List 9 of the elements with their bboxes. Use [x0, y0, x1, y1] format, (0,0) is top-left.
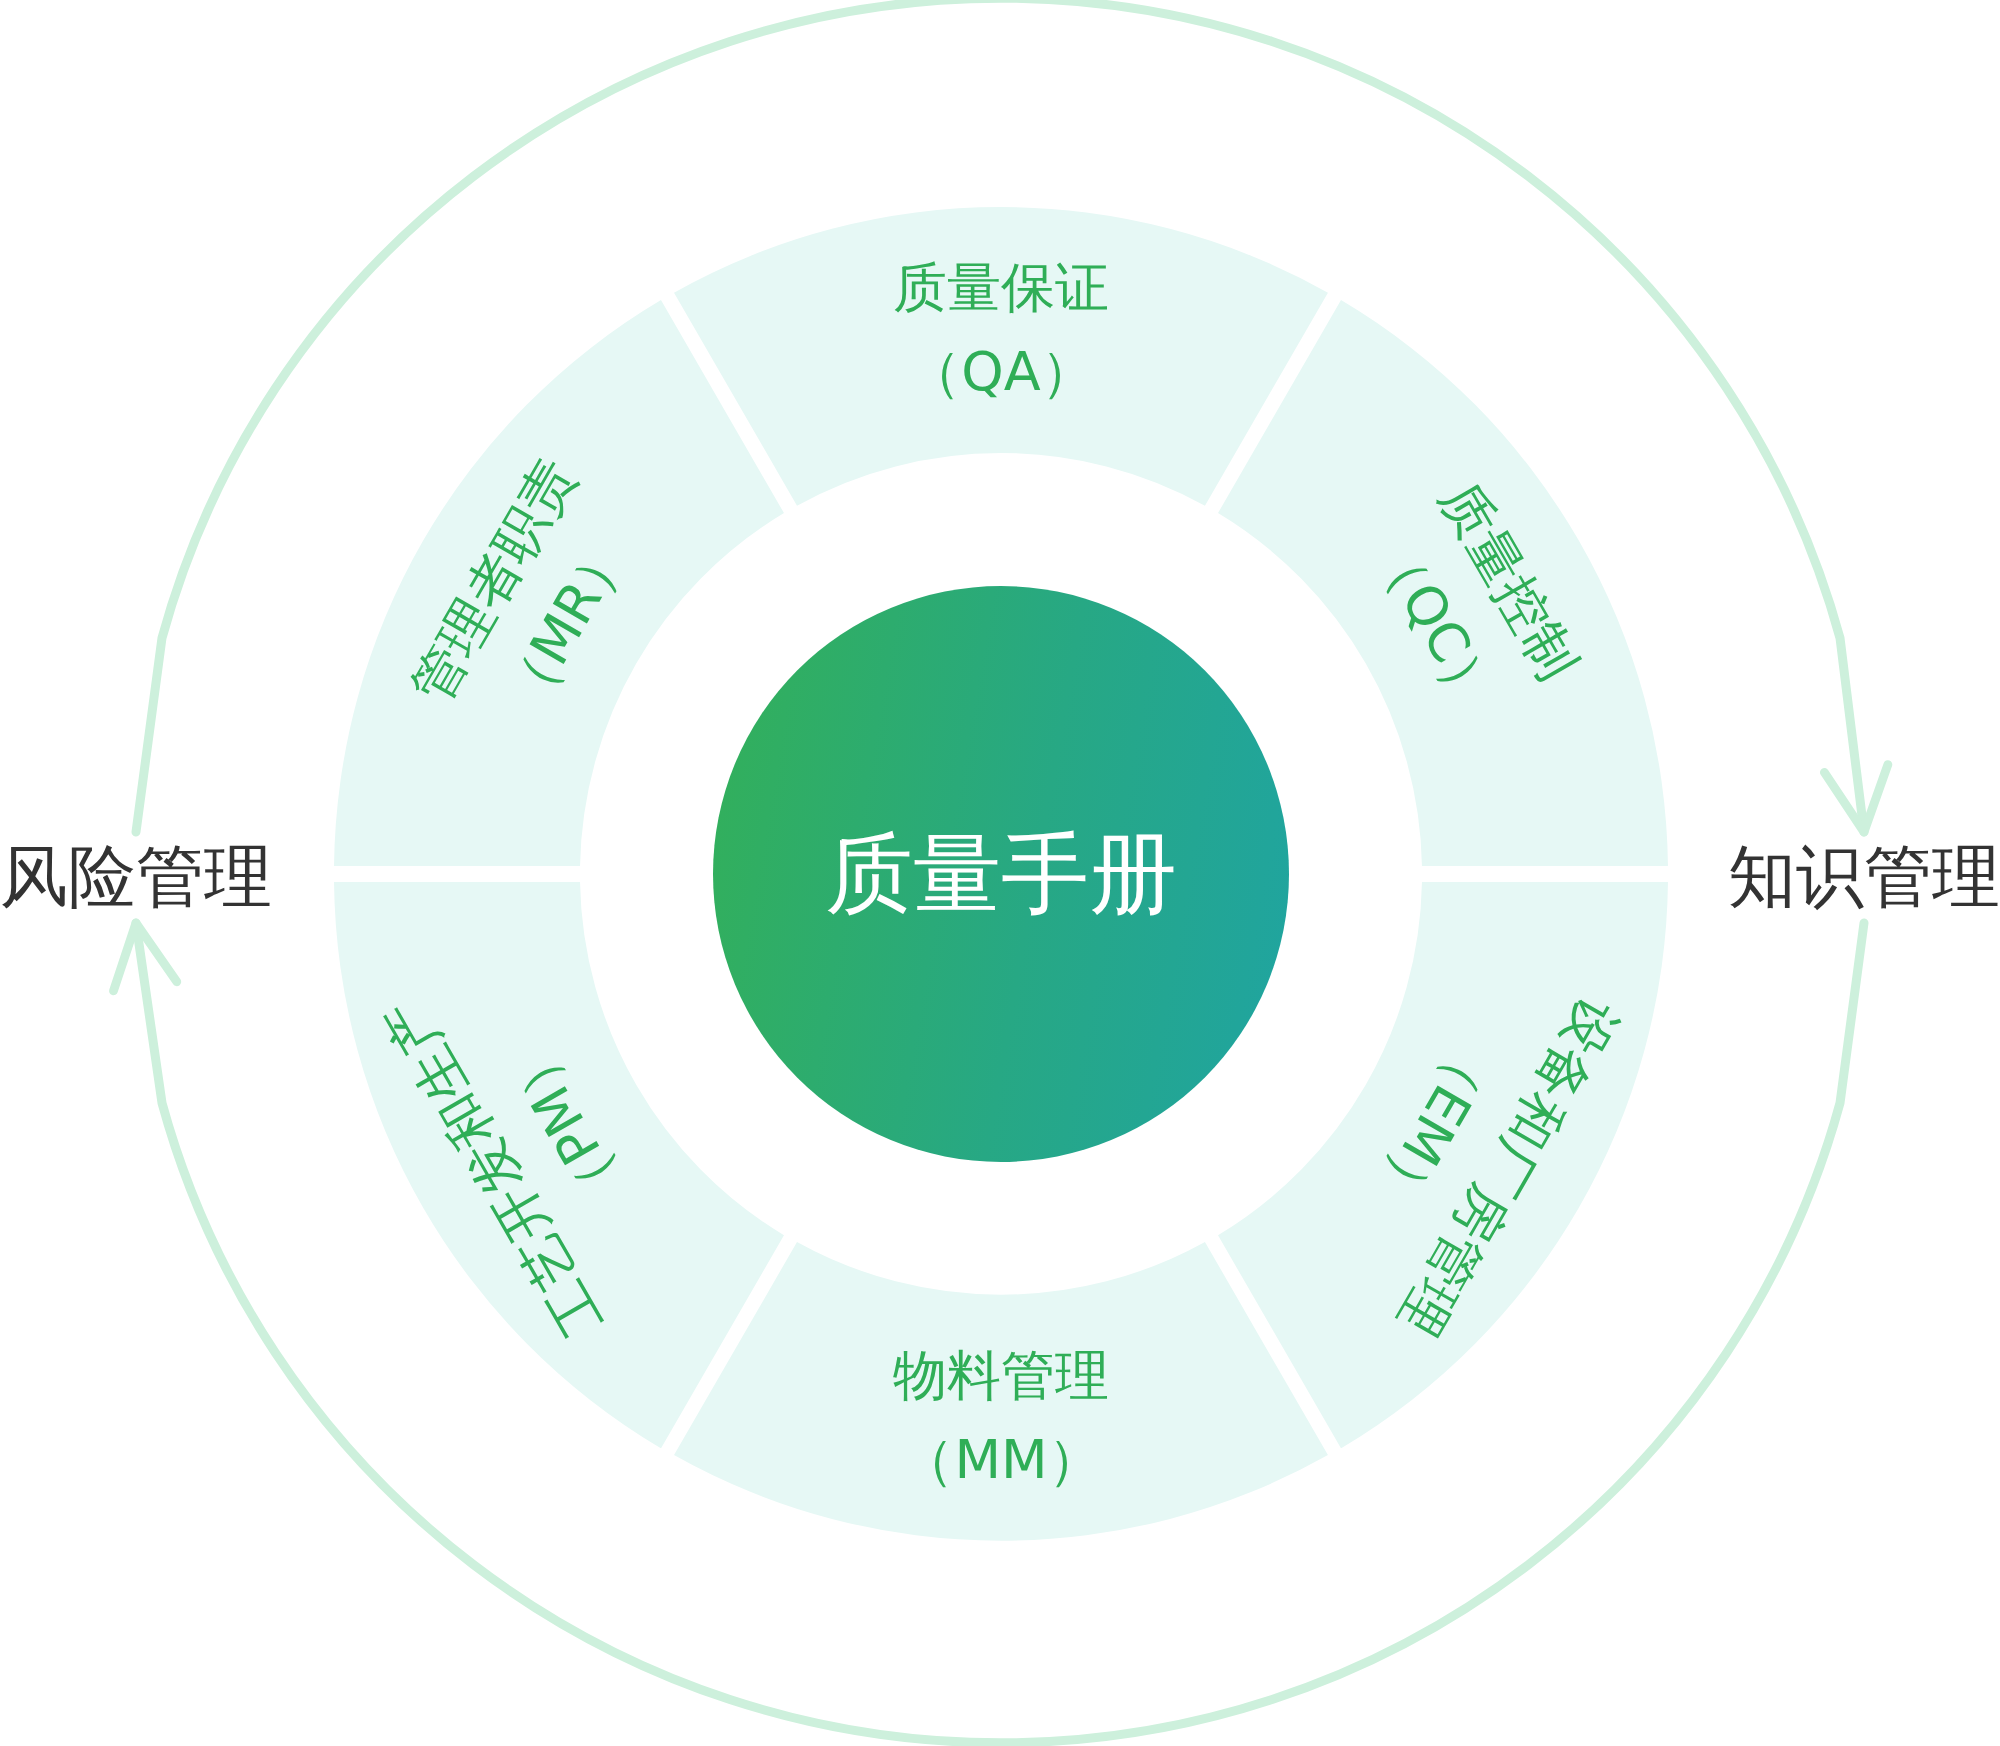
side-label: 知识管理: [1728, 836, 2000, 918]
cycle-arrow: [109, 918, 1869, 1746]
center-title: 质量手册: [825, 820, 1177, 927]
side-label: 风险管理: [0, 836, 272, 918]
segment-title: 质量保证: [893, 255, 1109, 321]
cycle-arrow: [131, 0, 1893, 837]
segment-abbreviation: （QA）: [906, 339, 1096, 405]
segment-abbreviation: （MM）: [899, 1427, 1103, 1493]
segment-title: 物料管理: [893, 1343, 1109, 1409]
